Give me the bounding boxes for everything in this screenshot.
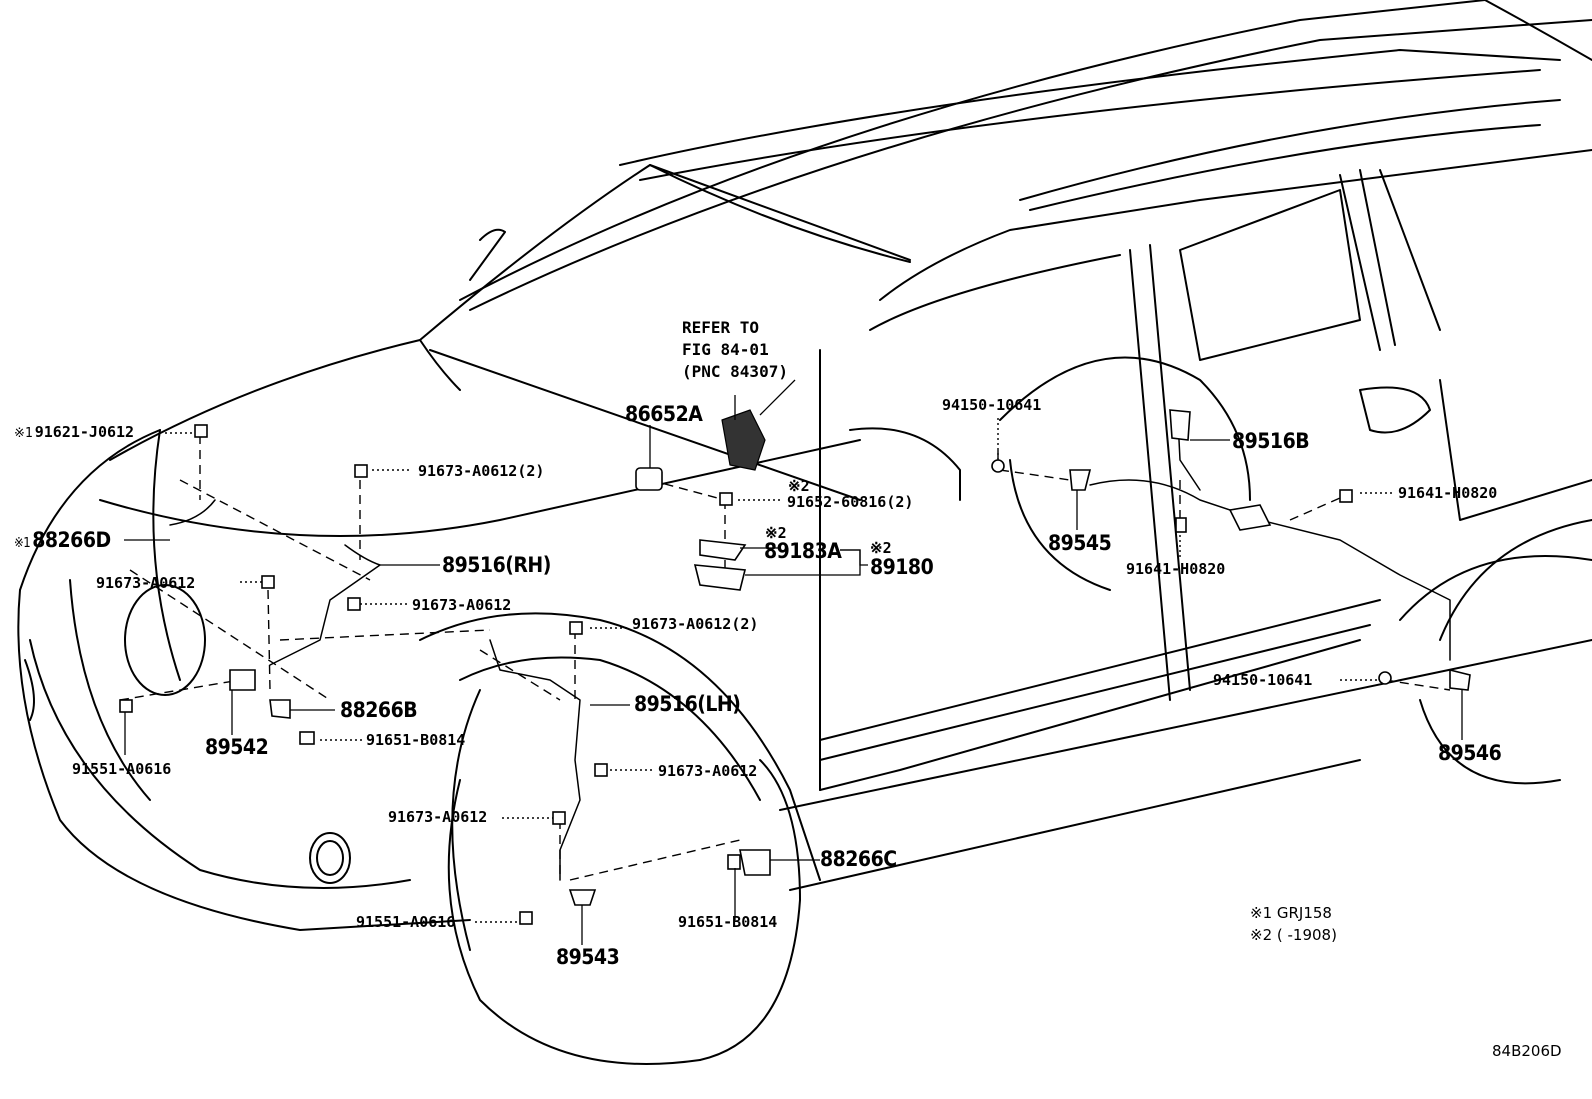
label-88266B: 88266B: [340, 698, 418, 722]
label-89516-LH: 89516(LH): [634, 692, 741, 716]
mark-2-89183A: ※2: [765, 524, 787, 542]
label-text: 91621-J0612: [34, 423, 135, 441]
mark-1: ※1: [14, 426, 33, 441]
label-89542: 89542: [205, 735, 269, 759]
label-91652-60816-2: 91652-60816(2): [787, 493, 914, 511]
label-89516-RH: 89516(RH): [442, 553, 551, 577]
label-91651-B0814-front: 91651-B0814: [366, 731, 466, 749]
windshield: [419, 149, 1592, 501]
label-91673-A0612-mid: 91673-A0612: [412, 596, 512, 614]
label-89516B: 89516B: [1232, 429, 1310, 453]
label-89545: 89545: [1048, 531, 1112, 555]
label-89543: 89543: [556, 945, 620, 969]
mark-2-89180: ※2: [870, 539, 892, 557]
label-88266D: ※188266D: [14, 528, 111, 556]
refer-note-line3: (PNC 84307): [682, 362, 788, 381]
refer-note-line1: REFER TO: [682, 318, 760, 337]
label-89183A: 89183A: [764, 539, 842, 563]
label-91641-H0820-right: 91641-H0820: [1398, 484, 1498, 502]
label-91673-A0612-2-top: 91673-A0612(2): [418, 462, 545, 480]
refer-note-line2: FIG 84-01: [682, 340, 769, 359]
label-86652A: 86652A: [625, 402, 703, 426]
label-91651-B0814-lh: 91651-B0814: [678, 913, 778, 931]
label-91673-A0612-left: 91673-A0612: [96, 574, 196, 592]
label-94150-10641-top: 94150-10641: [942, 396, 1042, 414]
label-91673-A0612-lh-low: 91673-A0612: [388, 808, 488, 826]
label-91551-A0616-left: 91551-A0616: [72, 760, 172, 778]
label-91551-A0616-lh: 91551-A0616: [356, 913, 456, 931]
footnote-1: ※1 GRJ158: [1250, 904, 1332, 922]
leader-lines: [124, 379, 1463, 945]
label-89546: 89546: [1438, 741, 1502, 765]
dashed-guides: [119, 435, 1451, 881]
footnote-2: ※2 ( -1908): [1250, 926, 1337, 944]
part-glyphs: [119, 409, 1471, 925]
label-89180: 89180: [870, 555, 934, 579]
side-body: [779, 169, 1592, 891]
label-94150-10641-low: 94150-10641: [1213, 671, 1313, 689]
label-91673-A0612-2-lh: 91673-A0612(2): [632, 615, 759, 633]
diagram-id: 84B206D: [1492, 1042, 1562, 1060]
mark-2-top: ※2: [788, 477, 810, 495]
label-91641-H0820-mid: 91641-H0820: [1126, 560, 1226, 578]
rear-wheel: [999, 356, 1592, 785]
front-wheel: [419, 612, 821, 1065]
sensor-harnesses: [169, 419, 1451, 881]
label-88266C: 88266C: [820, 847, 897, 871]
roof-lines: [459, 0, 1592, 311]
mark-1: ※1: [14, 536, 31, 551]
label-91673-A0612-lh-mid: 91673-A0612: [658, 762, 758, 780]
hood: [19, 228, 861, 681]
front-bumper: [17, 579, 471, 931]
label-text: 88266D: [32, 528, 111, 552]
